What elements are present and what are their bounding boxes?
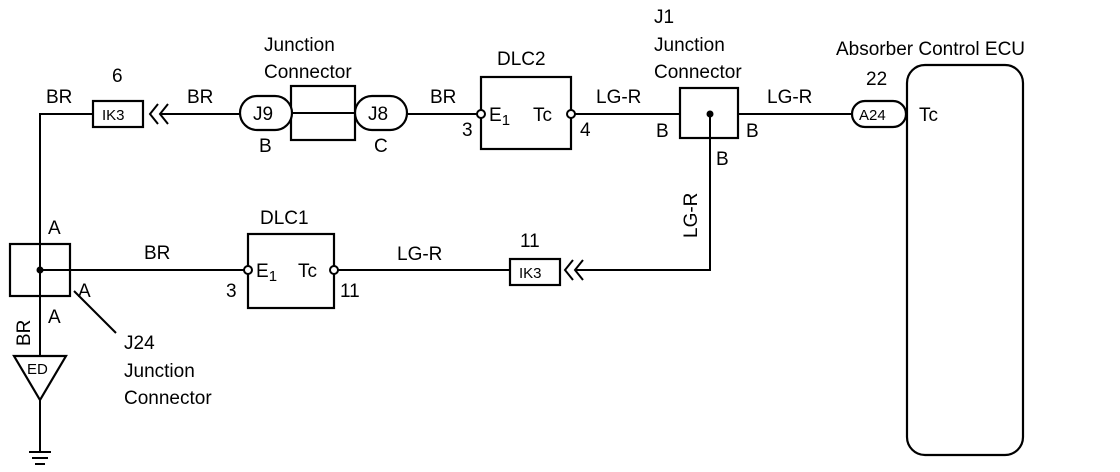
j24-label-junction: Junction bbox=[124, 361, 195, 382]
dlc1-box bbox=[246, 232, 336, 310]
connector-j8 bbox=[353, 94, 409, 132]
dlc2-connector: DLC2 E1 Tc 3 4 bbox=[462, 49, 591, 151]
ecu-title: Absorber Control ECU bbox=[836, 39, 1025, 60]
jc-top-label-junction: Junction bbox=[264, 35, 335, 56]
dlc1-tc-label: Tc bbox=[298, 261, 317, 282]
j24-pin-top: A bbox=[48, 218, 61, 239]
dlc1-connector: DLC1 E1 Tc 3 11 bbox=[226, 208, 360, 310]
connector-j9-label: J9 bbox=[253, 104, 273, 125]
wire-label-dlc1-ik3: LG-R bbox=[397, 244, 442, 265]
j1-pin-left: B bbox=[656, 121, 669, 142]
j1-label-connector: Connector bbox=[654, 62, 742, 83]
ik3-bottom-box bbox=[508, 257, 562, 287]
dlc2-pin-left: 3 bbox=[462, 120, 473, 141]
junction-connector-j9-j8: Junction Connector J9 J8 B C bbox=[238, 35, 409, 157]
ecu-pin-number: 22 bbox=[866, 69, 887, 90]
jc-top-label-connector: Connector bbox=[264, 62, 352, 83]
wire-label-ik3-j24: BR bbox=[46, 87, 72, 108]
wire-label-j1-dlc2: LG-R bbox=[596, 87, 641, 108]
absorber-control-ecu: Absorber Control ECU 22 A24 Tc bbox=[836, 39, 1025, 457]
dlc2-e1-label: E1 bbox=[489, 105, 510, 129]
j24-junction-dot bbox=[36, 266, 44, 274]
ecu-terminal-tc: Tc bbox=[919, 105, 938, 126]
connector-j8-label: J8 bbox=[368, 104, 388, 125]
wire-j1-ik3-bottom bbox=[575, 150, 711, 271]
ground-triangle bbox=[12, 354, 68, 403]
wire-label-j1-down: LG-R bbox=[681, 193, 702, 238]
ecu-body bbox=[905, 63, 1025, 457]
j24-label-connector: Connector bbox=[124, 388, 212, 409]
ecu-connector-label: A24 bbox=[859, 107, 886, 124]
j1-label-junction: Junction bbox=[654, 35, 725, 56]
j24-pin-bottom: A bbox=[48, 307, 61, 328]
wire-label-j24-dlc1: BR bbox=[144, 243, 170, 264]
dlc1-e1-label: E1 bbox=[256, 261, 277, 285]
dlc1-tc-terminal bbox=[329, 265, 339, 275]
wire-label-j24-ground: BR bbox=[14, 320, 35, 346]
dlc1-title: DLC1 bbox=[260, 208, 309, 229]
dlc1-e1-terminal bbox=[243, 265, 253, 275]
connector-j8-pin: C bbox=[374, 136, 388, 157]
j1-junction-dot bbox=[706, 110, 714, 118]
j1-junction-connector: J1 Junction Connector B B B bbox=[654, 7, 759, 170]
ik3-top-connector: 6 IK3 bbox=[91, 66, 145, 129]
arrow-ik3-top-outer bbox=[158, 103, 169, 125]
j24-pin-right: A bbox=[78, 281, 91, 302]
j24-leader-line bbox=[73, 290, 117, 334]
arrow-ik3-top-inner bbox=[148, 103, 159, 125]
arrow-ik3-bottom-outer bbox=[573, 259, 584, 281]
j1-pin-right: B bbox=[746, 121, 759, 142]
ik3-top-label: IK3 bbox=[102, 107, 125, 124]
j24-junction-connector: A A A J24 Junction Connector bbox=[8, 218, 212, 409]
dlc1-pin-right: 11 bbox=[340, 281, 360, 302]
dlc2-e1-terminal bbox=[476, 109, 486, 119]
j1-pin-bottom: B bbox=[716, 149, 729, 170]
dlc2-tc-label: Tc bbox=[533, 105, 552, 126]
connector-j9-pin: B bbox=[259, 136, 272, 157]
ground-label: ED bbox=[27, 361, 48, 378]
ground-point-ed: ED bbox=[12, 354, 68, 465]
wire-ik3-j24 bbox=[39, 113, 93, 244]
dlc2-pin-right: 4 bbox=[580, 120, 591, 141]
ik3-bottom-connector: 11 IK3 bbox=[508, 231, 562, 287]
dlc1-pin-left: 3 bbox=[226, 281, 237, 302]
ik3-top-pin: 6 bbox=[112, 66, 123, 87]
ik3-bottom-pin: 11 bbox=[520, 231, 540, 252]
dlc2-title: DLC2 bbox=[497, 49, 546, 70]
j24-label: J24 bbox=[124, 333, 155, 354]
ik3-bottom-label: IK3 bbox=[519, 265, 542, 282]
j1-label: J1 bbox=[654, 7, 674, 28]
wire-label-dlc2-j8: BR bbox=[430, 87, 456, 108]
wire-label-j9-ik3: BR bbox=[187, 87, 213, 108]
arrow-ik3-bottom-inner bbox=[563, 259, 574, 281]
dlc2-tc-terminal bbox=[566, 109, 576, 119]
wire-label-ecu-j1: LG-R bbox=[767, 87, 812, 108]
